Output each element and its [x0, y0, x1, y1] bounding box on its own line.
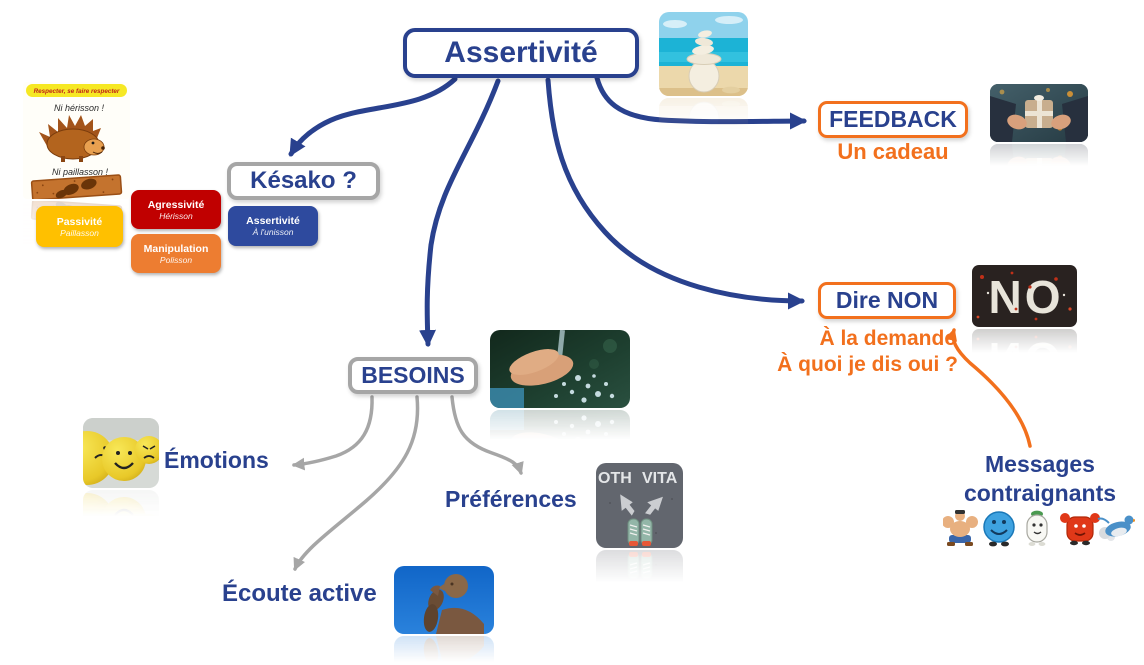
choice-left-text: OTH: [598, 470, 632, 487]
messages-line1: Messages: [985, 451, 1095, 477]
besoins-node: BESOINS: [348, 357, 478, 394]
arrow-to-emotions: [291, 395, 374, 471]
gift-hands-image: [990, 84, 1088, 142]
arrow-to-dire-non: [545, 77, 806, 310]
no-word-text: NO: [989, 271, 1064, 323]
ecoute-active-label: Écoute active: [222, 580, 377, 607]
arrow-to-ecoute-active: [293, 395, 420, 571]
red-strong-character-icon: [1060, 513, 1100, 546]
choice-arrows-image: OTH VITA: [596, 463, 683, 548]
dire-non-node-label: Dire NON: [835, 287, 939, 313]
doormat-illustration: [30, 174, 123, 199]
box-agressivite-title: Agressivité: [147, 198, 205, 211]
blue-round-character-icon: [983, 511, 1015, 547]
kesako-node-label: Késako ?: [250, 167, 357, 194]
listening-statue-image: [394, 566, 494, 634]
box-assertivite-subtitle: À l'unisson: [252, 227, 294, 237]
box-manipulation-subtitle: Polisson: [159, 254, 193, 265]
drawing-ni-herisson-text: Ni hérisson !: [54, 103, 105, 113]
feedback-subtitle: Un cadeau: [837, 139, 949, 164]
emotions-label: Émotions: [164, 447, 269, 473]
water-hands-image: [490, 330, 630, 408]
dire-non-node: Dire NON: [818, 282, 956, 319]
drawing-ni-paillasson-text: Ni paillasson !: [52, 167, 109, 177]
dire-non-line1: À la demande: [819, 327, 956, 350]
messages-contraignants-label: Messages contraignants: [940, 450, 1140, 508]
besoins-node-label: BESOINS: [361, 362, 465, 388]
arrow-to-kesako: [288, 76, 458, 157]
choice-right-text: VITA: [642, 470, 678, 487]
no-word-image: NO: [972, 265, 1077, 327]
arrow-to-besoins: [419, 78, 501, 347]
box-manipulation-title: Manipulation: [143, 242, 209, 255]
kesako-node: Késako ?: [227, 162, 380, 200]
box-agressivite: Agressivité Hérisson: [131, 190, 221, 229]
white-character-icon: [1026, 510, 1048, 546]
box-manipulation: Manipulation Polisson: [131, 234, 221, 273]
smiley-balls-image: [83, 418, 159, 488]
herisson-paillasson-drawing: Respecter, se faire respecter Ni hérisso…: [23, 82, 130, 199]
root-node-assertivite: Assertivité: [403, 28, 639, 78]
box-assertivite: Assertivité À l'unisson: [228, 206, 318, 246]
feedback-node: FEEDBACK: [818, 101, 968, 138]
feedback-node-label: FEEDBACK: [829, 106, 957, 132]
box-agressivite-subtitle: Hérisson: [159, 210, 193, 221]
arrow-messages-to-dire-non: [944, 327, 1032, 448]
roadrunner-bird-icon: [1097, 515, 1135, 541]
dire-non-line2: À quoi je dis oui ?: [777, 353, 958, 376]
root-node-label: Assertivité: [444, 36, 598, 69]
box-passivite-title: Passivité: [56, 215, 103, 228]
messages-line2: contraignants: [963, 480, 1117, 506]
preferences-label: Préférences: [445, 486, 577, 512]
cartoon-characters-row: [943, 507, 1135, 547]
box-passivite: Passivité Paillasson: [36, 206, 123, 247]
arrow-to-preferences: [450, 395, 524, 475]
popeye-icon: [943, 510, 978, 546]
box-passivite-subtitle: Paillasson: [60, 227, 99, 238]
drawing-banner-text: Respecter, se faire respecter: [34, 88, 120, 95]
zen-stones-image: [659, 12, 748, 96]
box-assertivite-title: Assertivité: [246, 215, 300, 227]
hedgehog-illustration: [39, 115, 105, 162]
